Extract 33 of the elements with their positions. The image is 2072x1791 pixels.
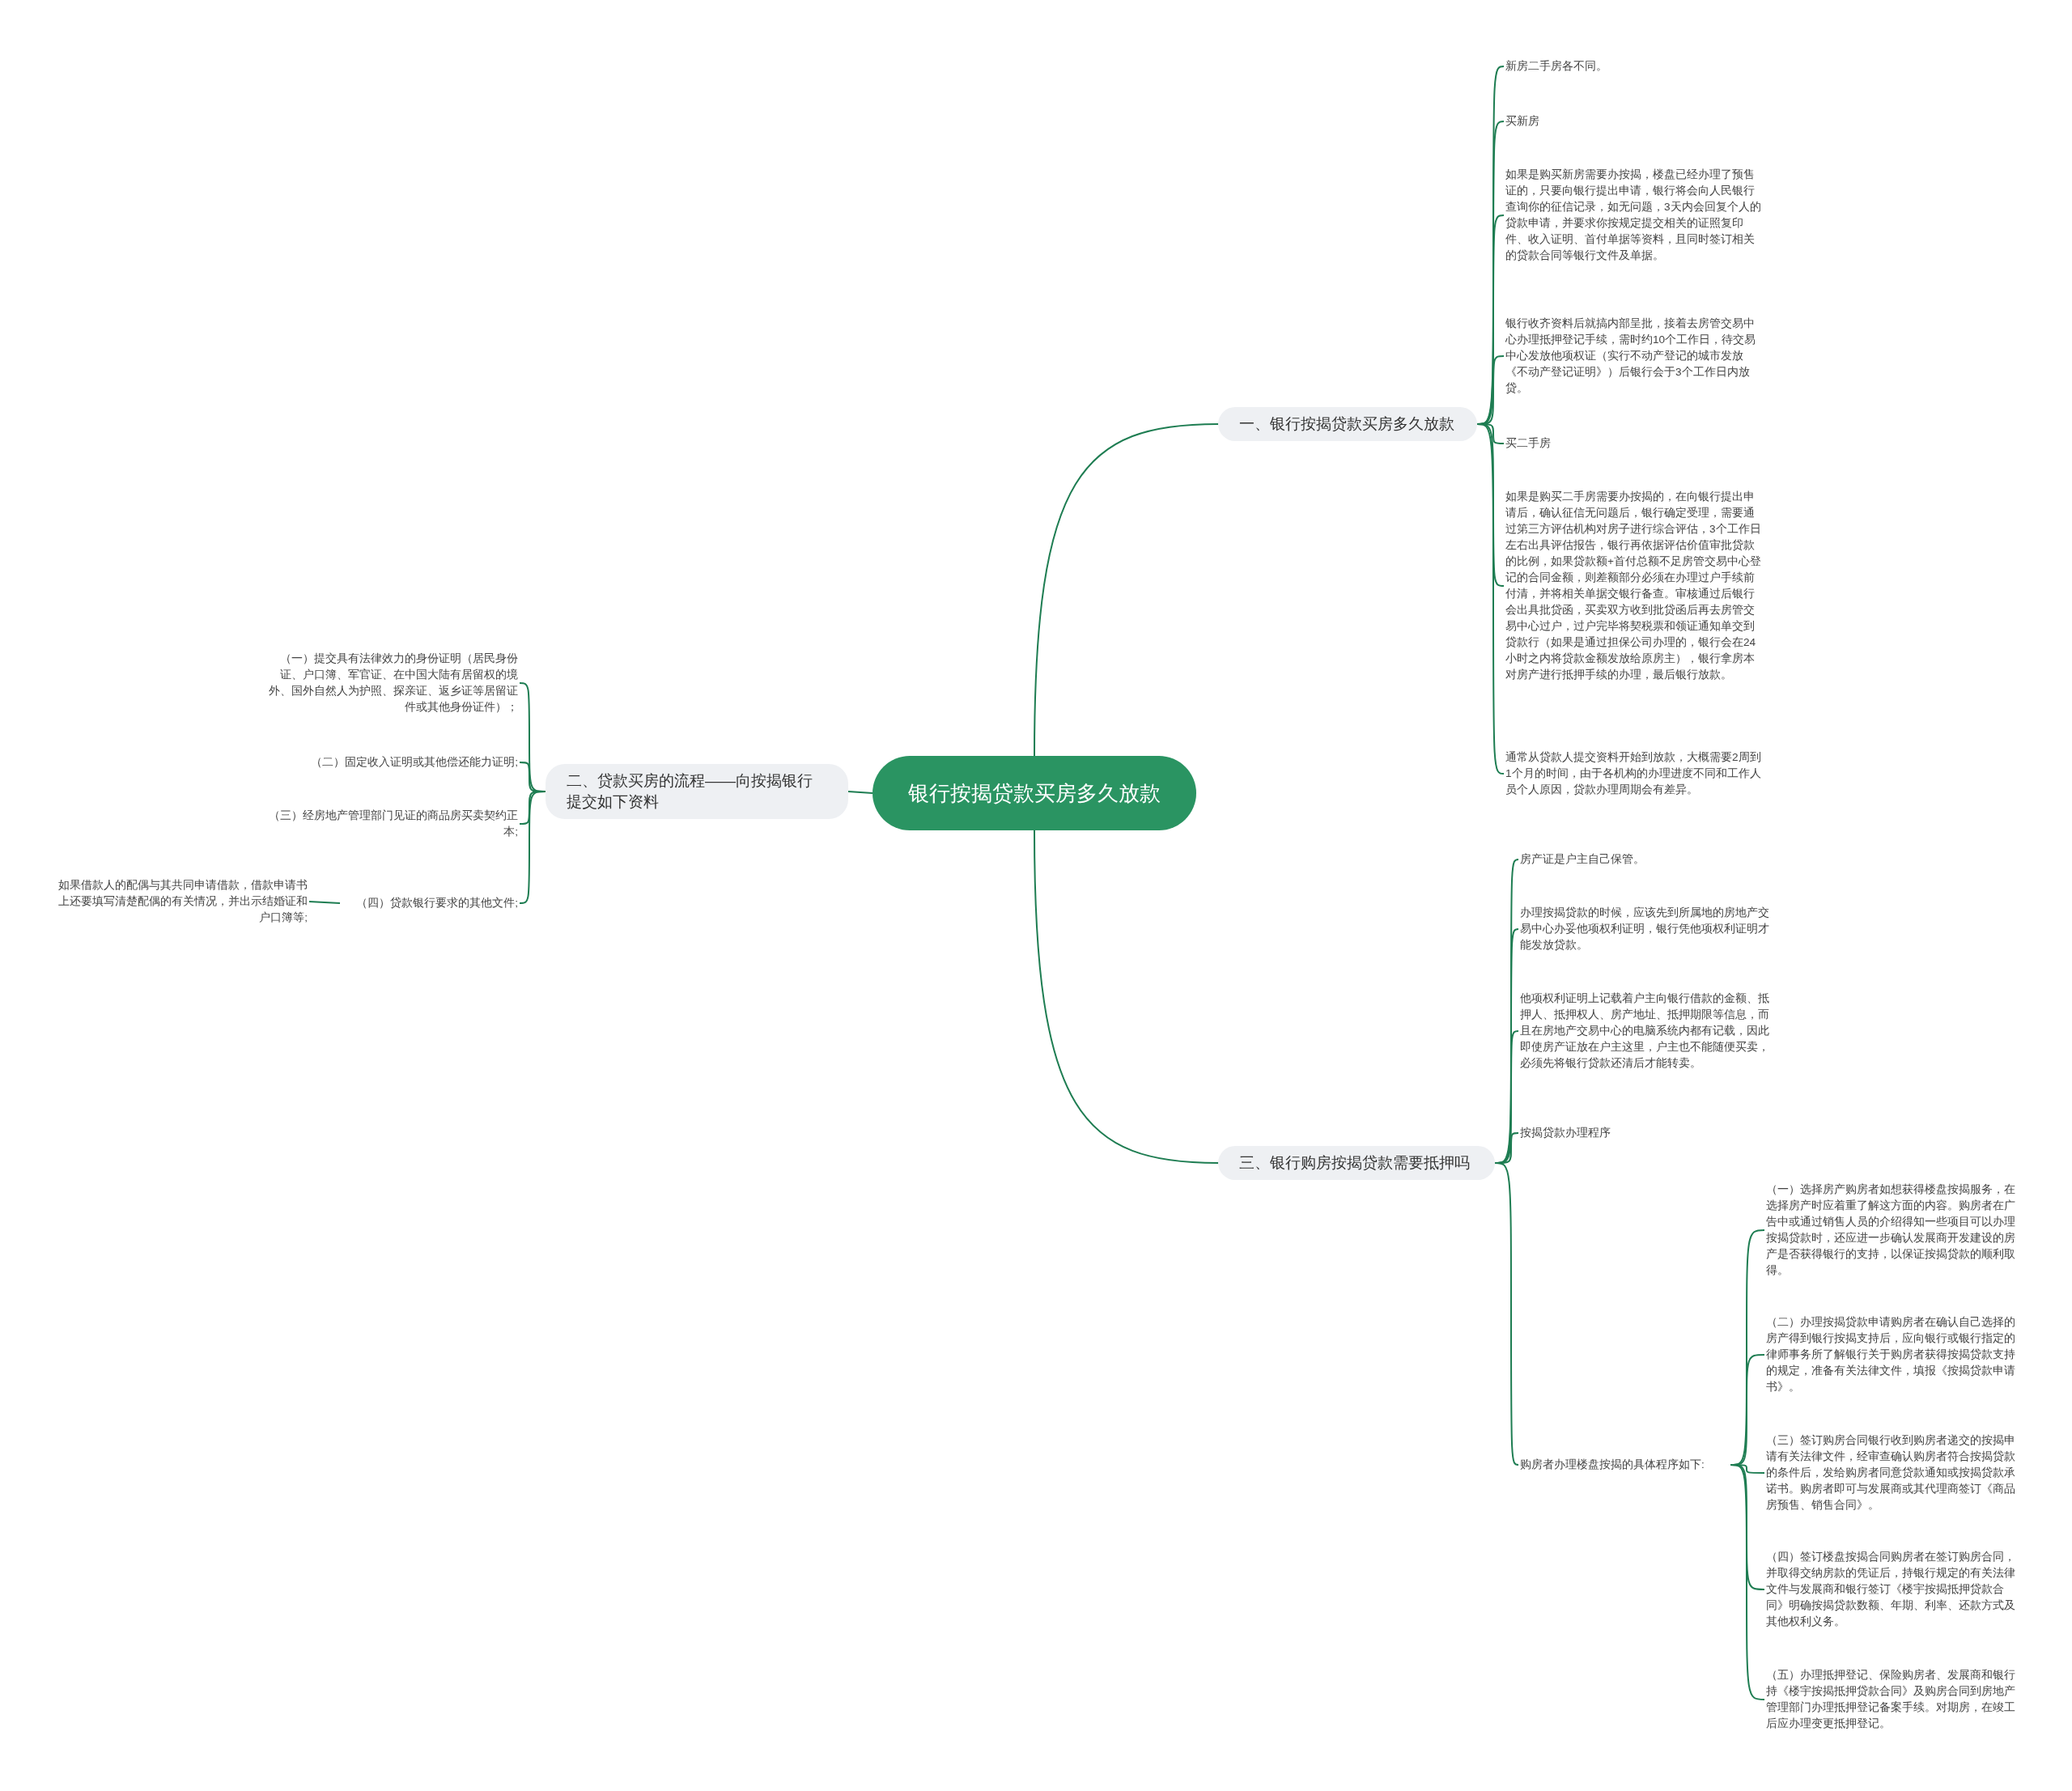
connector-line [1494, 1162, 1519, 1466]
note-text: （五）办理抵押登记、保险购房者、发展商和银行持《楼宇按揭抵押贷款合同》及购房合同到房地产管理部门办理抵押登记备案手续。对期房，在竣工后应办理变更抵押登记。 [1764, 1667, 2020, 1732]
note-text: （三）签订购房合同银行收到购房者递交的按揭申请有关法律文件，经审查确认购房者符合按揭贷款的条件后，发给购房者同意贷款通知或按揭贷款承诺书。购房者即可与发展商或其代理商签订《商品房预售、销售合同》。 [1764, 1432, 2020, 1513]
note-text: 他项权利证明上记载着户主向银行借款的金额、抵押人、抵押权人、房产地址、抵押期限等信息，而且在房地产交易中心的电脑系统内都有记载，因此即使房产证放在户主这里，户主也不能随便买卖，必须先将银行贷款还清后才能转卖。 [1518, 991, 1777, 1072]
note-text: （四）贷款银行要求的其他文件; [340, 895, 520, 911]
note-text: （一）选择房产购房者如想获得楼盘按揭服务，在选择房产时应着重了解这方面的内容。购房者在广告中或通过销售人员的介绍得知一些项目可以办理按揭贷款时，还应进一步确认发展商开发建设的房产是否获得银行的支持，以保证按揭贷款的顺利取得。 [1764, 1182, 2020, 1279]
note-text: 如果借款人的配偶与其共同申请借款，借款申请书上还要填写清楚配偶的有关情况，并出示结婚证和户口簿等; [57, 877, 309, 926]
note-text: 买二手房 [1504, 435, 1763, 452]
note-text: 购房者办理楼盘按揭的具体程序如下: [1518, 1457, 1730, 1473]
note-text: 银行收齐资料后就搞内部呈批，接着去房管交易中心办理抵押登记手续，需时约10个工作日，待交易中心发放他项权证（实行不动产登记的城市发放《不动产登记证明》）后银行会于3个工作日内放贷。 [1504, 316, 1763, 397]
connector-line [519, 791, 546, 904]
topic-box: 二、贷款买房的流程——向按揭银行提交如下资料 [546, 764, 848, 819]
connector-line [1034, 830, 1219, 1164]
connector-line [308, 901, 341, 904]
topic-box: 一、银行按揭贷款买房多久放款 [1218, 407, 1477, 441]
note-text: 房产证是户主自己保管。 [1518, 851, 1777, 868]
note-text: （一）提交具有法律效力的身份证明（居民身份证、户口簿、军官证、在中国大陆有居留权的境外、国外自然人为护照、探亲证、返乡证等居留证件或其他身份证件）； [267, 651, 520, 715]
note-text: （二）固定收入证明或其他偿还能力证明; [267, 754, 520, 770]
note-text: （二）办理按揭贷款申请购房者在确认自己选择的房产得到银行按揭支持后，应向银行或银行指定的律师事务所了解银行关于购房者获得按揭贷款支持的规定，准备有关法律文件，填报《按揭贷款申请书》。 [1764, 1314, 2020, 1395]
note-text: 通常从贷款人提交资料开始到放款，大概需要2周到1个月的时间，由于各机构的办理进度不同和工作人员个人原因，贷款办理周期会有差异。 [1504, 749, 1763, 798]
note-text: 办理按揭贷款的时候，应该先到所属地的房地产交易中心办妥他项权利证明，银行凭他项权利证明才能发放贷款。 [1518, 905, 1777, 953]
connector-line [847, 791, 873, 794]
note-text: 新房二手房各不同。 [1504, 58, 1763, 74]
connector-line [1034, 423, 1219, 757]
note-text: 按揭贷款办理程序 [1518, 1125, 1777, 1141]
note-text: （四）签订楼盘按揭合同购房者在签订购房合同，并取得交纳房款的凭证后，持银行规定的有关法律文件与发展商和银行签订《楼宇按揭抵押贷款合同》明确按揭贷款数额、年期、利率、还款方式及其他权利义务。 [1764, 1549, 2020, 1630]
note-text: 如果是购买二手房需要办按揭的，在向银行提出申请后，确认征信无问题后，银行确定受理，需要通过第三方评估机构对房子进行综合评估，3个工作日左右出具评估报告，银行再依据评估价值审批贷款的比例，如果贷款额+首付总额不足房管交易中心登记的合同金额，则差额部分必须在办理过户手续前付清，并将相关单据交银行备查。审核通过后银行会出具批贷函，买卖双方收到批贷函后再去房管交易中心过户，过户完毕将契税票和领证通知单交到贷款行（如果是通过担保公司办理的，银行会在24小时之内将贷款金额发放给原房主），银行拿房本对房产进行抵押手续的办理，最后银行放款。 [1504, 489, 1763, 683]
note-text: （三）经房地产管理部门见证的商品房买卖契约正本; [267, 808, 520, 840]
note-text: 买新房 [1504, 113, 1763, 129]
topic-box: 三、银行购房按揭贷款需要抵押吗 [1218, 1146, 1495, 1180]
central-topic: 银行按揭贷款买房多久放款 [873, 756, 1196, 830]
note-text: 如果是购买新房需要办按揭，楼盘已经办理了预售证的，只要向银行提出申请，银行将会向人民银行查询你的征信记录，如无问题，3天内会回复个人的贷款申请，并要求你按规定提交相关的证照复印件、收入证明、首付单据等资料，且同时签订相关的贷款合同等银行文件及单据。 [1504, 167, 1763, 264]
connector-line [1476, 423, 1505, 775]
